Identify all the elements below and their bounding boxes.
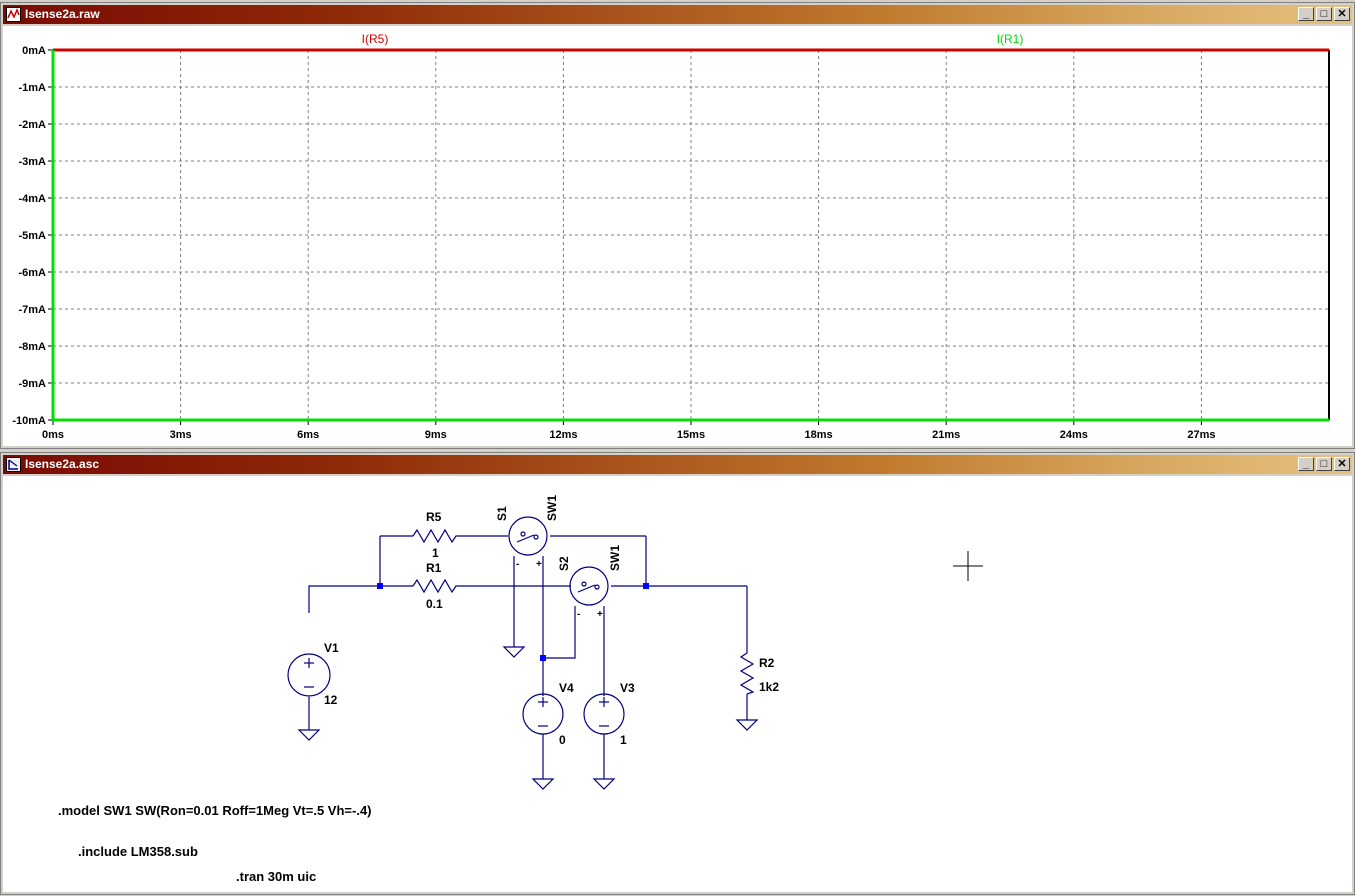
spice-include-directive[interactable]: .include LM358.sub [78,844,198,859]
s2-model: SW1 [608,545,622,571]
x-tick-label: 3ms [170,429,192,441]
crosshair-cursor-icon [953,551,983,581]
s1-model: SW1 [545,495,559,521]
y-tick-label: -4mA [18,193,46,205]
y-tick-label: -5mA [18,230,46,242]
junction-node[interactable] [540,655,546,661]
switch-s2[interactable] [569,566,609,606]
waveform-chart[interactable]: 0mA -1mA -2mA -3mA -4mA -5mA -6mA -7mA -8mA -9mA -… [3,26,1352,446]
resistor-r2[interactable] [739,652,755,695]
s2-name: S2 [557,556,571,571]
y-tick-label: -6mA [18,267,46,279]
waveform-window-title: Isense2a.raw [25,7,100,21]
waveform-window: Isense2a.raw _ □ ✕ 0mA -1mA -2mA -3mA -4mA -5… [0,2,1355,449]
y-tick-label: -9mA [18,378,46,390]
x-tick-label: 9ms [425,429,447,441]
maximize-button[interactable]: □ [1316,7,1332,21]
v4-name: V4 [559,681,574,695]
x-tick-label: 27ms [1187,429,1215,441]
x-tick-label: 0ms [42,429,64,441]
v4-value: 0 [559,733,566,747]
voltage-source-v3[interactable] [583,693,625,735]
schematic-canvas[interactable]: R5 1 R1 0.1 S1 SW1 - + S2 SW1 - + V1 12 … [3,476,1352,892]
y-tick-label: 0mA [22,45,46,57]
junction-node[interactable] [643,583,649,589]
r1-name: R1 [426,561,442,575]
y-tick-label: -8mA [18,341,46,353]
voltage-source-v4[interactable] [522,693,564,735]
x-tick-label: 12ms [549,429,577,441]
minimize-button[interactable]: _ [1298,457,1314,471]
spice-model-directive[interactable]: .model SW1 SW(Ron=0.01 Roff=1Meg Vt=.5 V… [58,803,372,818]
switch-s1[interactable] [508,516,548,556]
ground-symbol-v1[interactable] [297,729,321,741]
trace-ir1[interactable] [51,50,1329,422]
schematic-window: Isense2a.asc _ □ ✕ [0,452,1355,895]
s1-minus-pin: - [516,559,519,570]
schematic-drawing[interactable]: R5 1 R1 0.1 S1 SW1 - + S2 SW1 - + V1 12 … [3,476,1352,892]
x-tick-label: 24ms [1060,429,1088,441]
ground-symbol-s1[interactable] [502,646,526,658]
resistor-r5[interactable] [412,528,460,544]
v1-name: V1 [324,641,339,655]
voltage-source-v1[interactable] [287,653,331,697]
r1-value: 0.1 [426,597,443,611]
y-tick-label: -1mA [18,82,46,94]
y-tick-label: -3mA [18,156,46,168]
junction-node[interactable] [377,583,383,589]
spice-tran-directive[interactable]: .tran 30m uic [236,869,317,884]
y-tick-label: -7mA [18,304,46,316]
wires[interactable] [308,535,748,779]
s1-name: S1 [495,506,509,521]
schematic-app-icon[interactable] [6,457,21,472]
close-button[interactable]: ✕ [1334,457,1350,471]
r5-value: 1 [432,546,439,560]
waveform-plot-area[interactable]: 0mA -1mA -2mA -3mA -4mA -5mA -6mA -7mA -8mA -9mA -… [3,26,1352,446]
minimize-button[interactable]: _ [1298,7,1314,21]
trace-label[interactable]: I(R5) [362,32,389,46]
ground-symbol-v4[interactable] [531,778,555,790]
waveform-title-bar[interactable]: Isense2a.raw _ □ ✕ [3,5,1352,24]
v1-value: 12 [324,693,338,707]
resistor-r1[interactable] [412,578,460,594]
r2-value: 1k2 [759,680,779,694]
v3-value: 1 [620,733,627,747]
r5-name: R5 [426,510,442,524]
s2-minus-pin: - [577,609,580,620]
s2-plus-pin: + [597,609,603,620]
schematic-window-title: Isense2a.asc [25,457,100,471]
trace-label[interactable]: I(R1) [997,32,1024,46]
waveform-app-icon[interactable] [6,7,21,22]
x-tick-label: 6ms [297,429,319,441]
r2-name: R2 [759,656,775,670]
schematic-title-bar[interactable]: Isense2a.asc _ □ ✕ [3,455,1352,474]
x-tick-label: 18ms [805,429,833,441]
y-tick-label: -10mA [12,415,46,427]
v3-name: V3 [620,681,635,695]
ground-symbol-r2[interactable] [735,719,759,731]
close-button[interactable]: ✕ [1334,7,1350,21]
x-tick-label: 15ms [677,429,705,441]
maximize-button[interactable]: □ [1316,457,1332,471]
s1-plus-pin: + [536,559,542,570]
x-tick-label: 21ms [932,429,960,441]
y-tick-label: -2mA [18,119,46,131]
ground-symbol-v3[interactable] [592,778,616,790]
